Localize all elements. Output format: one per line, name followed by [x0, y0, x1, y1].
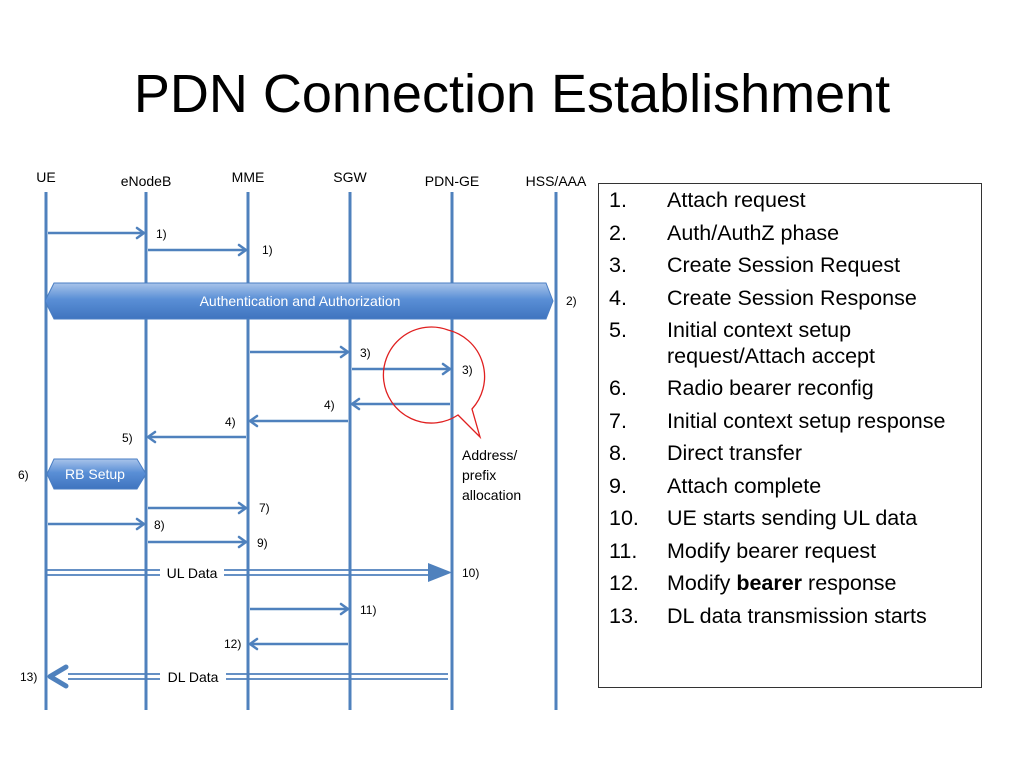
message-label-14: 12): [224, 637, 241, 651]
legend-number: 7.: [609, 408, 627, 433]
legend-text: UE starts sending UL data: [667, 506, 918, 530]
legend-number: 6.: [609, 376, 627, 400]
auth-band-label: Authentication and Authorization: [200, 293, 401, 309]
message-arrow-14: [248, 637, 348, 651]
legend-text: Modify bearer request: [667, 538, 877, 563]
message-label-3: 3): [360, 346, 371, 360]
legend-item: 9. Attach complete: [609, 474, 971, 500]
legend-text: Modify bearer response: [667, 571, 971, 597]
message-label-10: 8): [154, 518, 165, 532]
legend-number: 9.: [609, 473, 627, 498]
legend-item: 10. UE starts sending UL data: [609, 506, 971, 532]
message-label-6: 4): [225, 415, 236, 429]
entity-label-2: MME: [232, 169, 265, 185]
dl-data-flow: DL Data: [47, 664, 448, 689]
message-arrow-7: [146, 430, 246, 444]
message-label-15: 13): [20, 670, 37, 684]
legend-text: Radio bearer reconfig: [667, 376, 874, 400]
message-arrow-11: [148, 535, 248, 549]
entity-label-4: PDN-GE: [425, 173, 479, 189]
message-arrow-1: [148, 243, 248, 257]
legend-number: 2.: [609, 220, 627, 245]
legend-number: 11.: [609, 538, 638, 563]
message-label-1: 1): [262, 243, 273, 257]
message-arrow-5: [350, 397, 450, 411]
message-label-0: 1): [156, 227, 167, 241]
rb-setup-band: RB Setup: [46, 458, 147, 490]
legend-text: Auth/AuthZ phase: [667, 220, 840, 245]
legend-text: Attach complete: [667, 473, 822, 498]
entity-label-1: eNodeB: [121, 173, 172, 189]
message-arrow-9: [148, 501, 248, 515]
legend-item: 6. Radio bearer reconfig: [609, 376, 971, 402]
legend-text: Create Session Request: [667, 253, 901, 277]
legend-number: 4.: [609, 285, 627, 310]
legend-text-bold: bearer: [736, 571, 803, 595]
message-arrow-10: [48, 517, 146, 531]
ul-data-label: UL Data: [167, 565, 218, 581]
message-label-7: 5): [122, 431, 133, 445]
legend-number: 10.: [609, 506, 639, 530]
legend-text: Initial context setup request/Attach acc…: [667, 318, 875, 368]
message-label-2: 2): [566, 294, 577, 308]
message-arrow-13: [250, 602, 350, 616]
message-label-5: 4): [324, 398, 335, 412]
callout-line-3: allocation: [462, 487, 521, 503]
legend-item: 13. DL data transmission starts: [609, 604, 971, 630]
legend-item: 8. Direct transfer: [609, 441, 971, 467]
svg-text:Address/ prefix al: Address/ prefix allocation: [462, 447, 521, 503]
entity-label-3: SGW: [333, 169, 367, 185]
legend-item: 1. Attach request: [609, 188, 971, 214]
legend-text: Create Session Response: [667, 285, 917, 310]
legend-list: 1. Attach request 2. Auth/AuthZ phase 3. Crea…: [609, 188, 971, 629]
legend-text: DL data transmission starts: [667, 603, 927, 628]
legend-text: Initial context setup response: [667, 408, 946, 433]
sequence-diagram: UE eNodeB MME SGW PDN-GE HSS/AAA Authenticati…: [18, 169, 587, 710]
message-arrow-4: [352, 362, 452, 376]
step-legend: 1. Attach request 2. Auth/AuthZ phase 3. Crea…: [598, 183, 982, 688]
legend-text: Attach request: [667, 188, 806, 212]
legend-item: 3. Create Session Request: [609, 253, 971, 279]
legend-item: 11. Modify bearer request: [609, 539, 971, 565]
ul-data-flow: UL Data: [46, 563, 452, 582]
legend-number: 3.: [609, 253, 627, 277]
message-arrow-3: [250, 345, 350, 359]
message-arrow-0: [48, 226, 146, 240]
legend-item: 4. Create Session Response: [609, 286, 971, 312]
message-label-4: 3): [462, 363, 473, 377]
entity-label-0: UE: [36, 169, 55, 185]
legend-number: 1.: [609, 188, 627, 212]
callout-line-2: prefix: [462, 467, 496, 483]
rb-setup-label: RB Setup: [65, 466, 125, 482]
legend-number: 13.: [609, 603, 639, 628]
legend-item: 12. Modify bearer response: [609, 571, 971, 597]
message-arrow-6: [248, 414, 348, 428]
legend-text-part: Modify: [667, 571, 737, 595]
entity-label-5: HSS/AAA: [526, 173, 587, 189]
callout-line-1: Address/: [462, 447, 517, 463]
legend-item: 5. Initial context setup request/Attach a…: [609, 318, 971, 369]
legend-item: 7. Initial context setup response: [609, 409, 971, 435]
legend-number: 8.: [609, 441, 627, 465]
legend-text: Direct transfer: [667, 441, 803, 465]
legend-number: 5.: [609, 318, 627, 342]
message-label-8: 6): [18, 468, 29, 482]
legend-text-part: response: [802, 571, 897, 595]
message-label-13: 11): [360, 603, 376, 617]
slide-title: PDN Connection Establishment: [133, 64, 891, 124]
message-label-11: 9): [257, 536, 268, 550]
address-callout: Address/ prefix allocation: [382, 326, 521, 503]
auth-band: Authentication and Authorization: [44, 282, 554, 320]
legend-number: 12.: [609, 571, 639, 595]
dl-data-label: DL Data: [168, 669, 219, 685]
message-label-12: 10): [462, 566, 479, 580]
message-label-9: 7): [259, 501, 270, 515]
legend-item: 2. Auth/AuthZ phase: [609, 221, 971, 247]
